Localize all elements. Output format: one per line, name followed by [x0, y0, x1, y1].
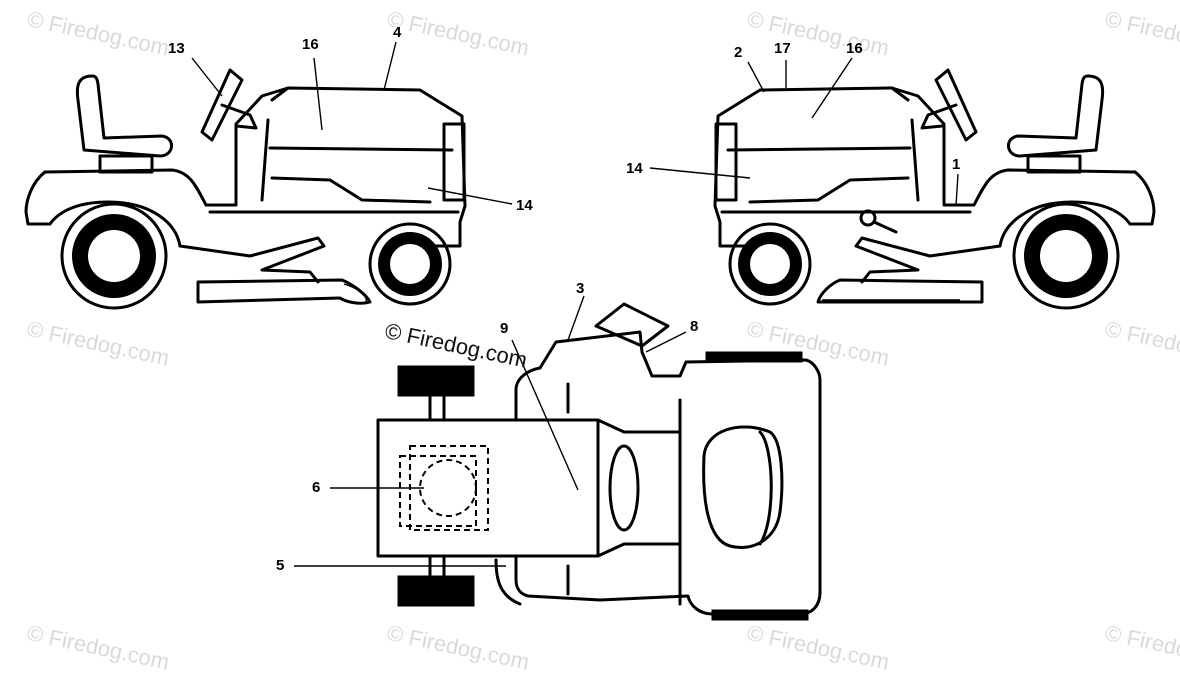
- decal-diagram: [24, 41, 1156, 621]
- callout-3: 3: [576, 280, 585, 297]
- callout-16-left: 16: [302, 36, 319, 53]
- tractor-left-side-view: [24, 68, 467, 310]
- callout-1: 1: [952, 156, 961, 173]
- callout-14-right: 14: [626, 160, 643, 177]
- callout-5: 5: [276, 557, 285, 574]
- tractor-top-view: [376, 302, 822, 621]
- callout-6: 6: [312, 479, 321, 496]
- callout-14-left: 14: [516, 197, 533, 214]
- leader-lines: [191, 41, 959, 567]
- callout-16-right: 16: [846, 40, 863, 57]
- callout-13: 13: [168, 40, 185, 57]
- tractor-right-side-view: [713, 68, 1156, 310]
- callout-4: 4: [393, 24, 402, 41]
- callout-9: 9: [500, 320, 509, 337]
- callout-2: 2: [734, 44, 743, 61]
- callout-8: 8: [690, 318, 699, 335]
- callout-17: 17: [774, 40, 791, 57]
